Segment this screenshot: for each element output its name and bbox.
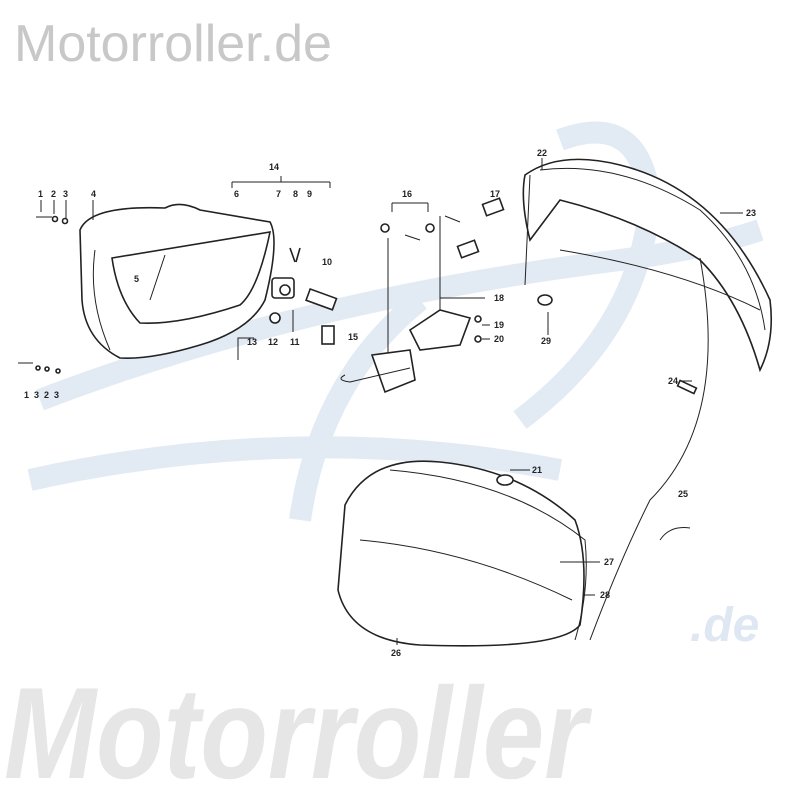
callout-15: 15: [348, 332, 358, 342]
bottom-case: [337, 460, 691, 647]
callout-8: 8: [293, 189, 298, 199]
callout-29: 29: [541, 336, 551, 346]
callout-6: 6: [234, 189, 239, 199]
callout-labels: 1 2 3 4 5 6 7 8 9 10 11 12 13 14 15 16 1…: [24, 148, 756, 658]
callout-9: 9: [307, 189, 312, 199]
left-side-cover: [79, 203, 275, 360]
callout-7: 7: [276, 189, 281, 199]
callout-23: 23: [746, 208, 756, 218]
callout-12: 12: [268, 337, 278, 347]
callout-16: 16: [402, 189, 412, 199]
callout-11: 11: [290, 337, 300, 347]
callout-28: 28: [600, 590, 610, 600]
top-case-shell: [522, 158, 773, 641]
watermark-suffix: .de: [690, 599, 760, 652]
callout-1-lower: 1: [24, 390, 29, 400]
screws-top-left: [18, 215, 69, 374]
lock-assembly: [269, 247, 338, 345]
watermark-top: Motorroller.de: [14, 15, 332, 73]
callout-20: 20: [494, 334, 504, 344]
callout-22: 22: [537, 148, 547, 158]
callout-5: 5: [134, 274, 139, 284]
callout-3-lower: 3: [34, 390, 39, 400]
callout-13: 13: [247, 337, 257, 347]
callout-19: 19: [494, 320, 504, 330]
callout-24: 24: [668, 376, 678, 386]
callout-25: 25: [678, 489, 688, 499]
callout-3-lower-b: 3: [54, 390, 59, 400]
callout-14: 14: [269, 162, 279, 172]
callout-18: 18: [494, 293, 504, 303]
callout-2-lower: 2: [44, 390, 49, 400]
callout-2: 2: [51, 189, 56, 199]
case-lock-29: [537, 294, 698, 395]
bracket-assembly: [340, 197, 505, 394]
callout-17: 17: [490, 189, 500, 199]
callout-4: 4: [91, 189, 96, 199]
callout-3: 3: [63, 189, 68, 199]
leader-lines: [40, 158, 743, 645]
callout-21: 21: [532, 465, 542, 475]
callout-26: 26: [391, 648, 401, 658]
callout-1: 1: [38, 189, 43, 199]
callout-27: 27: [604, 557, 614, 567]
watermark-big: Motorroller: [4, 660, 588, 800]
callout-10: 10: [322, 257, 332, 267]
